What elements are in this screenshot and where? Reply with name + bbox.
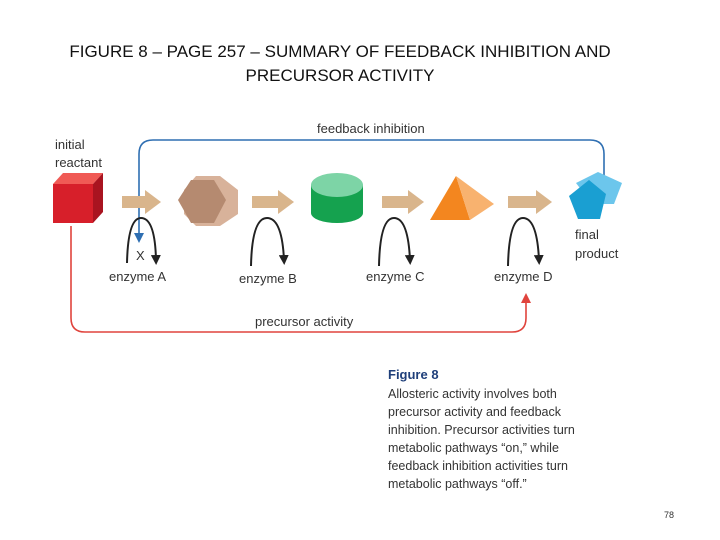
enzyme-arc-c [379,218,410,266]
initial-reactant-label-1: initial [55,137,85,152]
enzyme-arc-b [251,218,284,266]
step-arrow-4 [508,190,552,214]
final-product-pentagon [569,172,622,219]
enzyme-b-label: enzyme B [239,271,297,286]
caption-line: metabolic pathways “off.” [388,475,618,493]
caption-heading: Figure 8 [388,366,618,384]
caption-line: precursor activity and feedback [388,403,618,421]
enzyme-d-label: enzyme D [494,269,553,284]
inhibition-x-mark: X [136,248,145,263]
caption-line: inhibition. Precursor activities turn [388,421,618,439]
enzyme-arc-d [508,218,539,266]
enzyme-c-label: enzyme C [366,269,425,284]
final-product-label-2: product [575,246,619,261]
step-arrow-3 [382,190,424,214]
enzyme-a-label: enzyme A [109,269,166,284]
caption-line: metabolic pathways “on,” while [388,439,618,457]
caption-line: Allosteric activity involves both [388,385,618,403]
precursor-activity-label: precursor activity [255,314,354,329]
page-number: 78 [664,510,674,520]
reactant-front [53,184,93,223]
intermediate-pyramid [430,176,494,220]
step-arrow-2 [252,190,294,214]
initial-reactant-label-2: reactant [55,155,102,170]
feedback-inhibition-label: feedback inhibition [317,121,425,136]
intermediate-hexagon [178,176,238,226]
intermediate-cylinder [311,173,363,223]
caption-line: feedback inhibition activities turn [388,457,618,475]
initial-reactant-cube [53,173,103,223]
final-product-label-1: final [575,227,599,242]
step-arrow-1 [122,190,161,214]
figure-caption: Figure 8 Allosteric activity involves bo… [388,366,618,493]
